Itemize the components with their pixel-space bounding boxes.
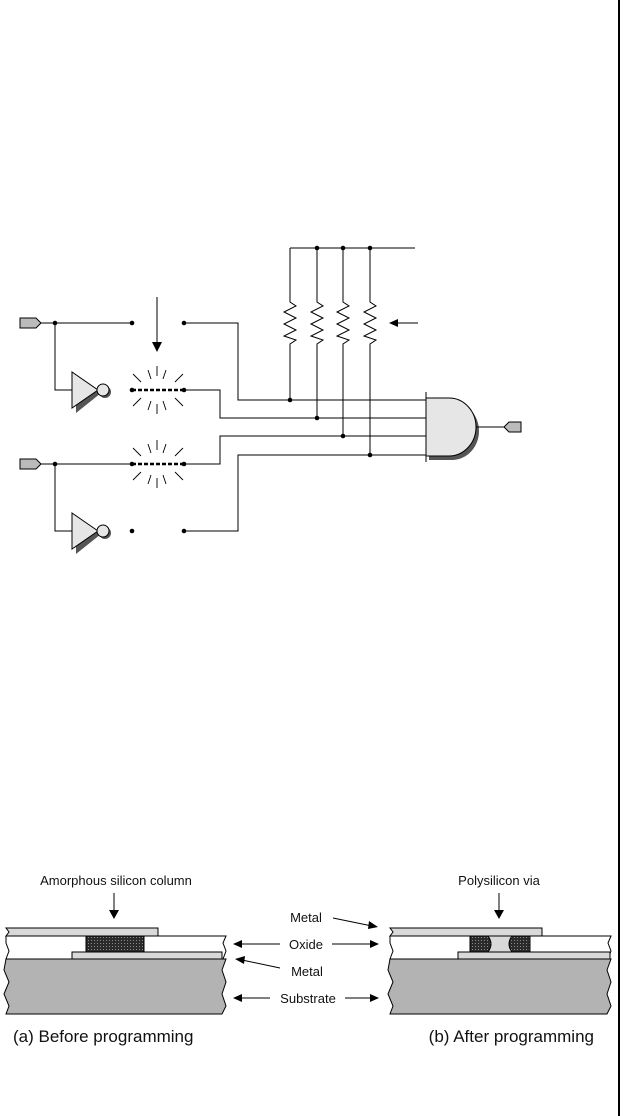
amorphous-column-label: Amorphous silicon column [40,873,192,888]
pullup-bus [290,245,415,251]
metal-top-arrow [332,917,378,929]
polysilicon-via-label: Polysilicon via [458,873,540,888]
programming-arrow [152,297,162,352]
pullup-resistors [282,248,378,458]
substrate-arrows [233,994,379,1002]
after-structure [387,927,612,1015]
polysilicon-via-block [469,935,531,953]
antifuse-logic-circuit [19,245,522,554]
output-pin [476,421,522,433]
before-structure [3,927,227,1015]
metal-bottom-arrow [235,956,281,969]
open-antifuse-2 [129,528,187,534]
blown-antifuse-1 [129,366,187,414]
blown-antifuse-2 [132,440,187,488]
substrate-label: Substrate [280,991,336,1006]
via-arrow [494,893,504,919]
input-b-wires [41,461,135,532]
column-arrow [109,893,119,919]
input-pin-a [19,317,42,329]
oxide-label: Oxide [289,937,323,952]
metal-bottom-label: Metal [291,964,323,979]
amorphous-column-block [85,935,145,953]
right-margin-rule [618,0,620,1116]
after-caption: (b) After programming [429,1027,594,1046]
metal-top-label: Metal [290,910,322,925]
inverter-gate-a [71,371,111,413]
oxide-arrows [233,940,379,948]
input-pin-b [19,458,42,470]
inverter-gate-b [71,512,111,554]
before-caption: (a) Before programming [13,1027,193,1046]
resistor-arrow [389,319,418,327]
fuse-to-and-wires [184,322,426,532]
and-gate [425,392,479,462]
input-a-wires [41,320,135,391]
